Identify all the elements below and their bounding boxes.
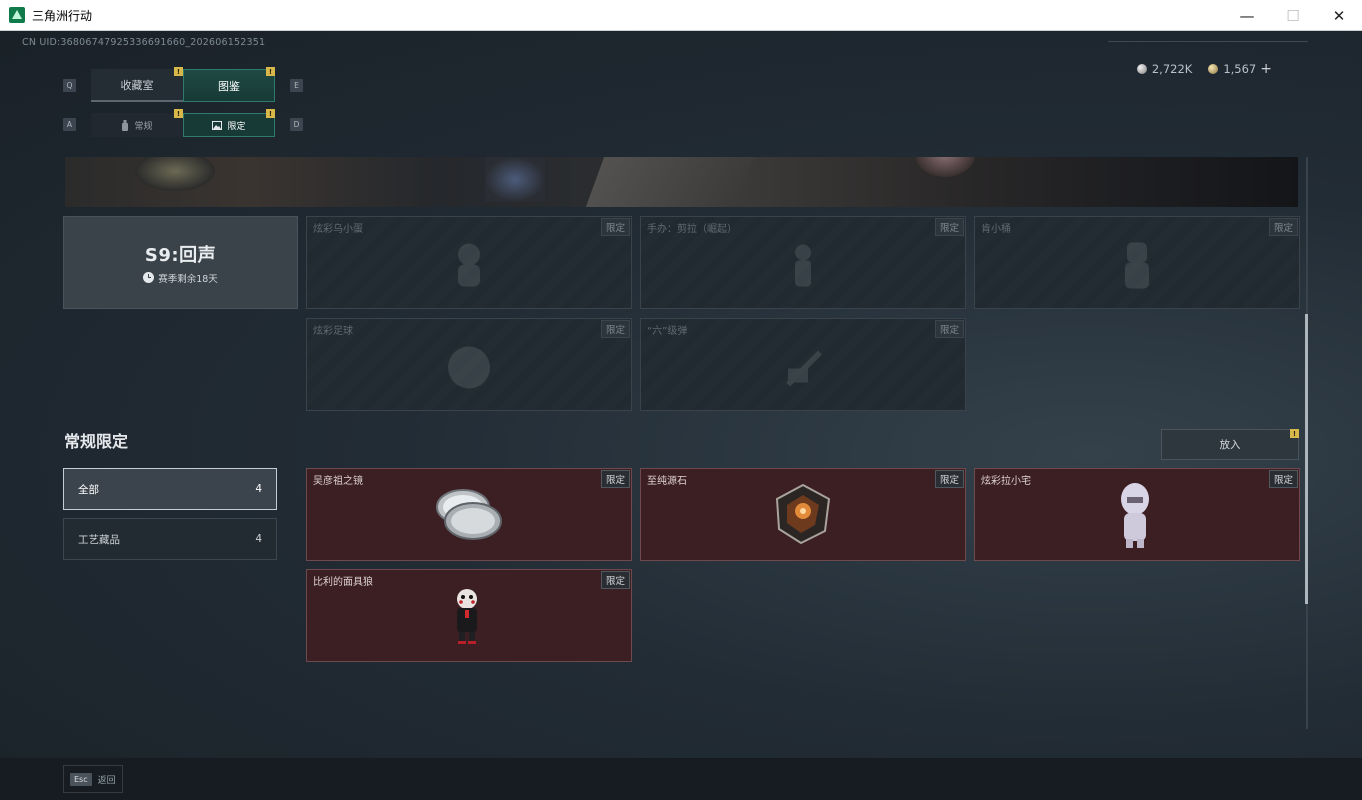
section-title: 常规限定 — [64, 432, 129, 451]
season-remaining: 赛季剩余18天 — [143, 271, 218, 285]
season-remaining-text: 赛季剩余18天 — [158, 273, 218, 285]
window-title: 三角洲行动 — [32, 8, 93, 23]
warning-badge: ! — [266, 67, 275, 76]
locked-item-card[interactable]: 炫彩乌小蛋 限定 — [306, 216, 632, 309]
clock-icon — [143, 272, 155, 283]
owned-item-card[interactable]: 比利的面具狼 限定 — [306, 569, 632, 662]
limited-badge: 限定 — [1268, 470, 1298, 488]
top-divider — [1108, 41, 1308, 42]
maximize-button[interactable]: ☐ — [1286, 6, 1300, 25]
subtab-regular-label: 常规 — [134, 121, 153, 132]
image-icon — [212, 120, 223, 130]
silver-coin-icon — [1136, 64, 1147, 74]
limited-badge: 限定 — [934, 470, 964, 488]
limited-badge: 限定 — [600, 320, 630, 338]
filter-count: 4 — [255, 483, 262, 495]
silver-currency: 2,722K — [1136, 62, 1193, 76]
bottom-bar — [0, 758, 1362, 800]
currency-bar: 2,722K 1,567+ — [1136, 61, 1272, 77]
app-icon — [9, 7, 25, 23]
filter-count: 4 — [255, 533, 262, 545]
subtab-limited[interactable]: 限定 — [183, 113, 275, 137]
gold-amount: 1,567 — [1223, 62, 1257, 76]
puppet-icon — [457, 589, 477, 644]
esc-key-hint: Esc — [70, 772, 92, 786]
game-screen: CN UID:36806747925336691660_202606152351… — [0, 31, 1362, 800]
locked-item-card[interactable]: 肯小桶 限定 — [974, 216, 1300, 309]
ammo-silhouette-icon — [786, 350, 822, 386]
window-controls: — ☐ ✕ — [1224, 0, 1362, 31]
limited-badge: 限定 — [934, 218, 964, 236]
limited-badge: 限定 — [600, 571, 630, 589]
key-hint-a: A — [63, 118, 76, 131]
football-silhouette-icon — [448, 346, 490, 388]
locked-item-card[interactable]: 手办：剪拉（崛起） 限定 — [640, 216, 966, 309]
gold-currency: 1,567+ — [1208, 61, 1272, 77]
item-name: 炫彩足球 — [313, 326, 353, 337]
owned-item-card[interactable]: 至纯源石 限定 — [640, 468, 966, 561]
warning-badge: ! — [174, 67, 183, 76]
limited-badge: 限定 — [1268, 218, 1298, 236]
item-name: 比利的面具狼 — [313, 577, 373, 588]
locked-item-card[interactable]: 炫彩足球 限定 — [306, 318, 632, 411]
back-label: 返回 — [97, 775, 116, 786]
subtab-limited-label: 限定 — [227, 121, 246, 132]
item-name: 炫彩乌小蛋 — [313, 224, 363, 235]
figure-silhouette-icon — [1125, 242, 1149, 288]
tab-catalog[interactable]: 图鉴 — [183, 69, 275, 102]
crystal-icon — [775, 483, 831, 545]
warning-badge: ! — [1290, 429, 1299, 438]
item-name: 肯小桶 — [981, 224, 1011, 235]
owned-item-card[interactable]: 炫彩拉小宅 限定 — [974, 468, 1300, 561]
figure-silhouette-icon — [795, 244, 811, 286]
add-currency-button[interactable]: + — [1260, 61, 1272, 77]
season-card[interactable]: S9:回声 赛季剩余18天 — [63, 216, 298, 309]
filter-craft-collectibles[interactable]: 工艺藏品 4 — [63, 518, 277, 560]
limited-badge: 限定 — [600, 218, 630, 236]
filter-label: 工艺藏品 — [78, 533, 120, 546]
put-in-button[interactable]: 放入 — [1161, 429, 1299, 460]
key-hint-e: E — [290, 79, 303, 92]
limited-badge: 限定 — [934, 320, 964, 338]
warning-badge: ! — [266, 109, 275, 118]
limited-badge: 限定 — [600, 470, 630, 488]
season-banner-image — [65, 157, 1298, 207]
bottle-icon — [122, 119, 129, 131]
uid-label: CN UID:36806747925336691660_202606152351 — [22, 37, 266, 48]
subtab-regular[interactable]: 常规 — [91, 113, 183, 137]
locked-item-card[interactable]: “六”级弹 限定 — [640, 318, 966, 411]
gold-coin-icon — [1208, 64, 1219, 74]
item-name: 吴彦祖之镜 — [313, 476, 363, 487]
warning-badge: ! — [174, 109, 183, 118]
item-name: “六”级弹 — [647, 326, 688, 337]
filter-all[interactable]: 全部 4 — [63, 468, 277, 510]
tab-collection-room[interactable]: 收藏室 — [91, 69, 183, 102]
scrollbar-thumb[interactable] — [1305, 314, 1308, 604]
silver-amount: 2,722K — [1151, 62, 1193, 76]
figure-silhouette-icon — [458, 243, 480, 286]
owned-item-card[interactable]: 吴彦祖之镜 限定 — [306, 468, 632, 561]
filter-label: 全部 — [78, 483, 99, 496]
item-name: 炫彩拉小宅 — [981, 476, 1031, 487]
item-name: 至纯源石 — [647, 476, 687, 487]
close-button[interactable]: ✕ — [1332, 6, 1346, 25]
minimize-button[interactable]: — — [1239, 6, 1255, 25]
item-name: 手办：剪拉（崛起） — [647, 224, 737, 235]
figure-icon — [1121, 483, 1149, 548]
season-title: S9:回声 — [144, 244, 217, 266]
window-titlebar: 三角洲行动 — ☐ ✕ — [0, 0, 1362, 31]
back-button[interactable]: Esc 返回 — [63, 765, 123, 793]
mirror-icon — [436, 489, 502, 540]
key-hint-d: D — [290, 118, 303, 131]
key-hint-q: Q — [63, 79, 76, 92]
